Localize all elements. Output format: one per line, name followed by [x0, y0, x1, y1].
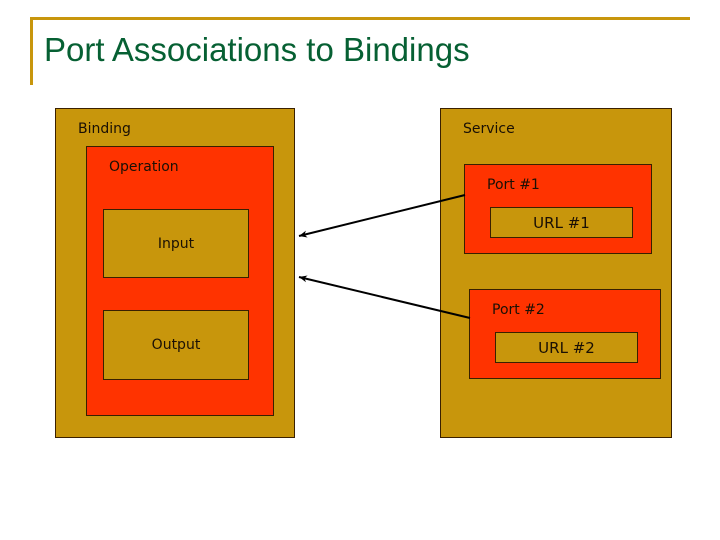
- port-2-label: Port #2: [492, 302, 545, 318]
- output-box: Output: [103, 310, 249, 380]
- binding-label: Binding: [78, 121, 131, 137]
- port-1-label: Port #1: [487, 177, 540, 193]
- url-2-box: URL #2: [495, 332, 638, 363]
- service-label: Service: [463, 121, 515, 137]
- input-box: Input: [103, 209, 249, 278]
- url-2-label: URL #2: [538, 338, 595, 357]
- input-label: Input: [157, 235, 195, 252]
- service-container: Service Port #1 URL #1 Port #2 URL #2: [440, 108, 672, 438]
- port-2-box: Port #2 URL #2: [469, 289, 661, 379]
- binding-container: Binding Operation Input Output: [55, 108, 295, 438]
- operation-container: Operation Input Output: [86, 146, 274, 416]
- port-1-box: Port #1 URL #1: [464, 164, 652, 254]
- url-1-label: URL #1: [533, 213, 590, 232]
- title-rule-top: [30, 17, 690, 20]
- output-label: Output: [151, 337, 201, 353]
- title-rule-left: [30, 17, 33, 85]
- url-1-box: URL #1: [490, 207, 633, 238]
- operation-label: Operation: [109, 159, 179, 175]
- page-title: Port Associations to Bindings: [44, 31, 470, 68]
